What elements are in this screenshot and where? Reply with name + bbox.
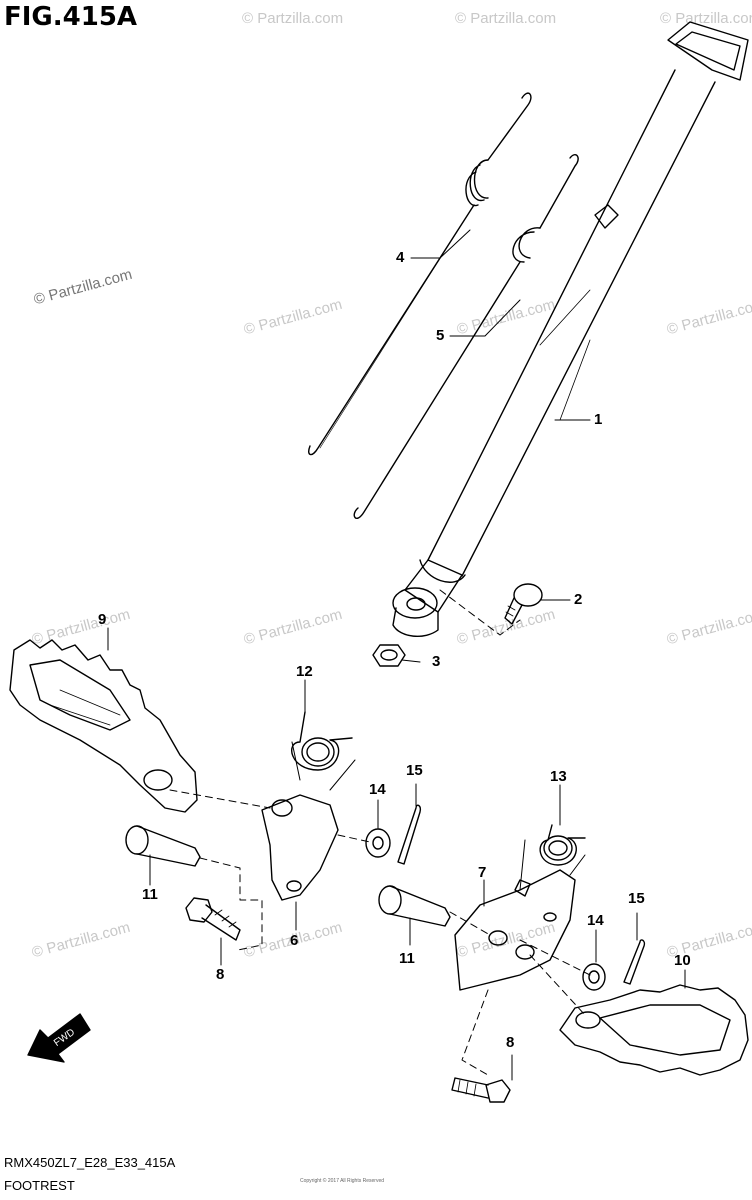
- callout-part-9: 9: [98, 611, 107, 628]
- cotter-pin-part-15b: [623, 939, 646, 985]
- figure-code: RMX450ZL7_E28_E33_415A: [4, 1155, 176, 1170]
- bolt-part-8b: [451, 1077, 511, 1103]
- bracket-part-7: [454, 869, 576, 991]
- watermark: © Partzilla.com: [660, 10, 752, 27]
- callout-part-1: 1: [594, 411, 603, 428]
- callout-part-8: 8: [216, 966, 225, 983]
- spring-part-13: [539, 824, 586, 866]
- callout-part-11: 11: [142, 886, 158, 903]
- washer-part-14b: [582, 963, 606, 991]
- figure-name: FOOTREST: [4, 1178, 75, 1193]
- callout-part-10: 10: [674, 952, 691, 969]
- watermark: © Partzilla.com: [455, 10, 557, 27]
- bolt-part-2: [504, 583, 543, 625]
- bracket-part-6: [261, 794, 339, 901]
- leader-lines: [107, 229, 686, 1081]
- pin-part-11b: [378, 885, 451, 927]
- callout-part-15b: 15: [628, 890, 645, 907]
- footpeg-part-10: [559, 984, 749, 1076]
- copyright-note: Copyright © 2017 All Rights Reserved: [300, 1178, 385, 1184]
- side-stand-part: [392, 21, 749, 637]
- footpeg-part-9: [9, 639, 198, 813]
- callout-part-15: 15: [406, 762, 423, 779]
- callout-part-2: 2: [574, 591, 583, 608]
- callout-part-3: 3: [432, 653, 441, 670]
- washer-part-14: [365, 828, 391, 858]
- nut-part-3: [372, 644, 406, 667]
- callout-part-5: 5: [436, 327, 445, 344]
- cotter-pin-part-15: [397, 804, 422, 865]
- callout-part-14b: 14: [587, 912, 604, 929]
- callout-part-14: 14: [369, 781, 386, 798]
- callout-part-8b: 8: [506, 1034, 515, 1051]
- spring-part-4: [308, 92, 532, 456]
- fwd-arrow-icon: [27, 1013, 91, 1063]
- spring-part-12: [291, 711, 353, 771]
- callout-part-13: 13: [550, 768, 567, 785]
- spring-part-5: [353, 154, 579, 519]
- alignment-lines: [169, 589, 591, 1076]
- figure-title: FIG.415A: [4, 2, 138, 32]
- bolt-part-8: [185, 897, 241, 941]
- pin-part-11: [125, 825, 201, 867]
- callout-part-6: 6: [290, 932, 299, 949]
- callout-part-12: 12: [296, 663, 313, 680]
- watermark: © Partzilla.com: [242, 10, 344, 27]
- callout-part-4: 4: [396, 249, 405, 266]
- callout-part-11b: 11: [399, 950, 415, 967]
- callout-part-7: 7: [478, 864, 487, 881]
